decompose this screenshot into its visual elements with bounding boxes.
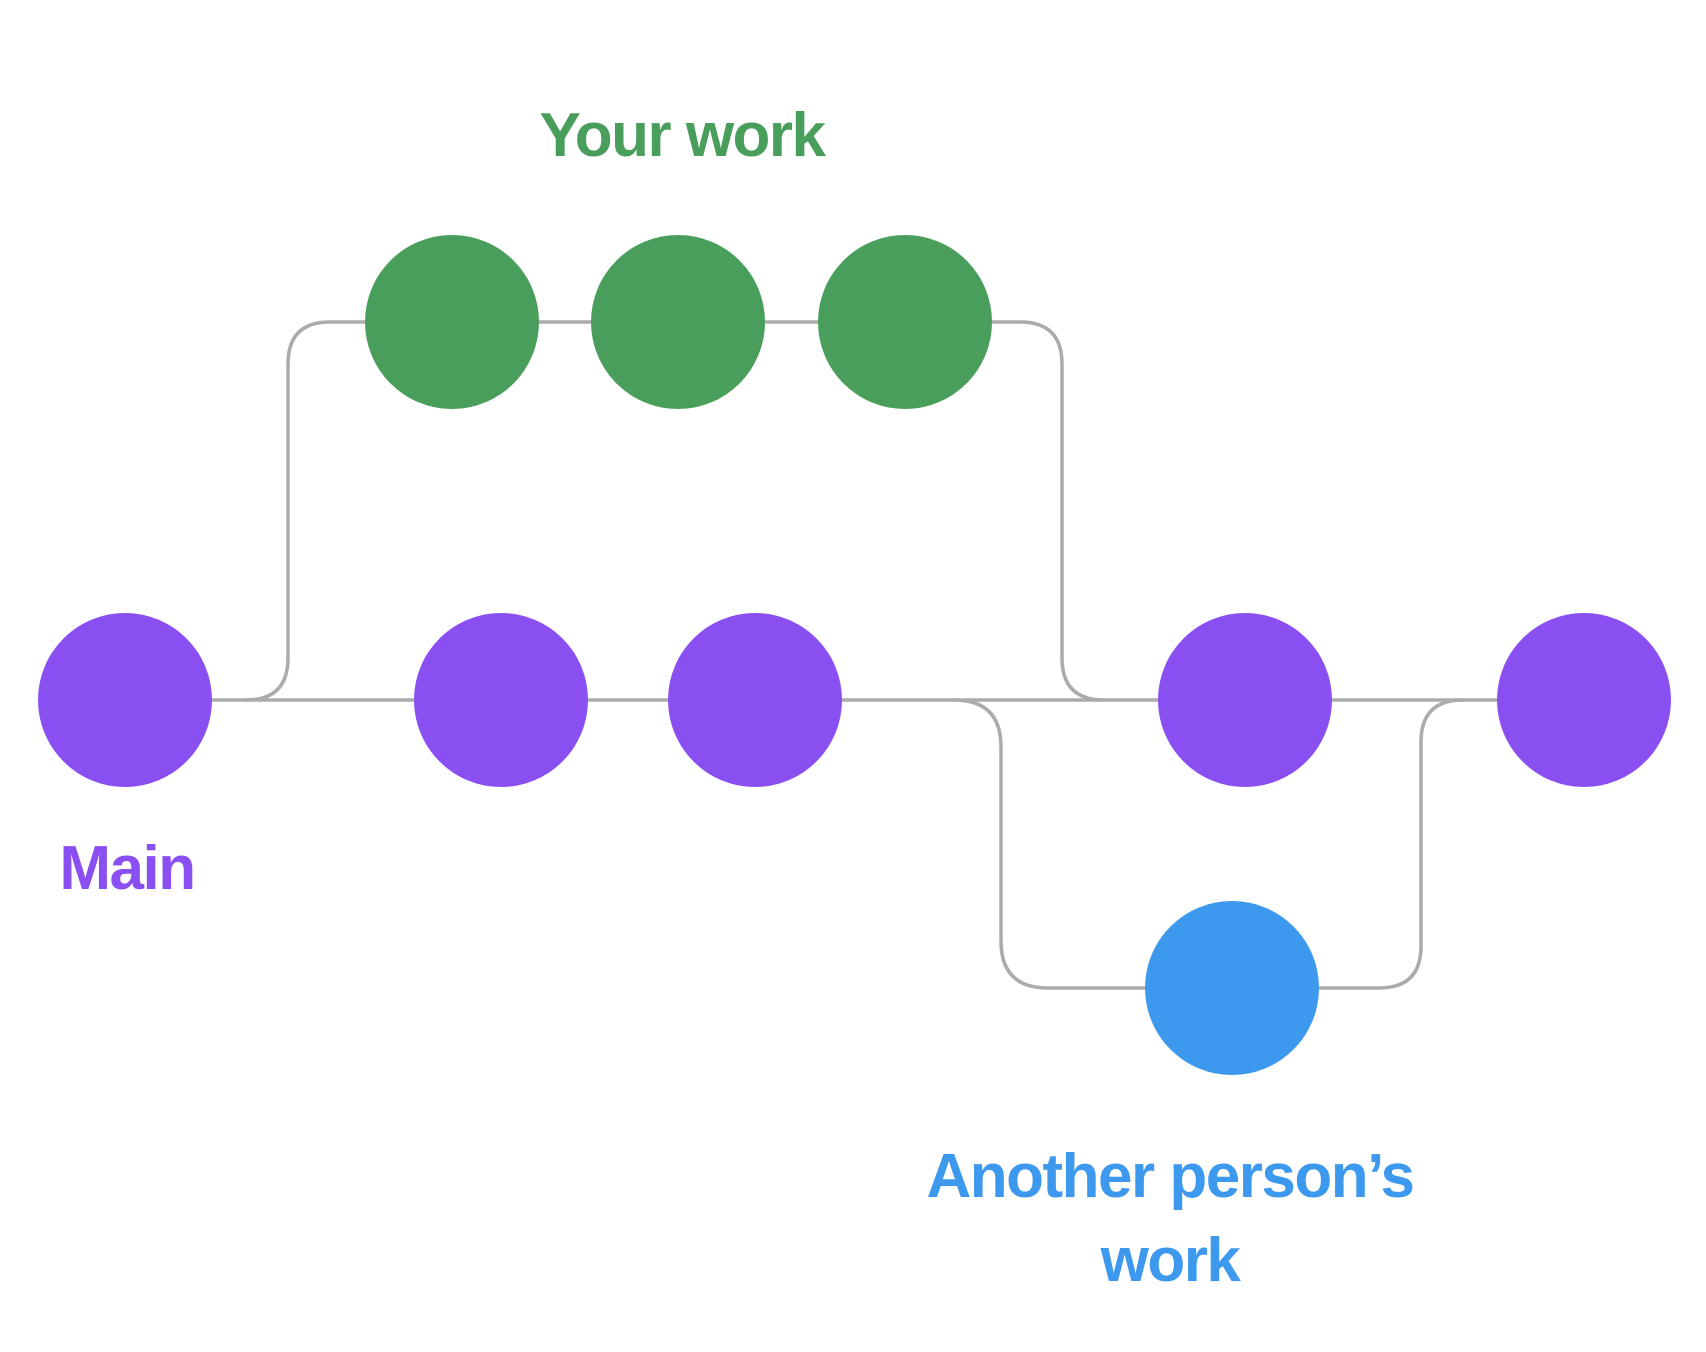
label-your-work: Your work [539,101,826,170]
commit-your-work-1 [365,235,539,409]
connector-branch-out-another-person [952,698,1234,990]
commit-main-1 [38,613,212,787]
connector-branch-out-your-work [244,320,454,702]
commit-another-persons-work-1 [1145,901,1319,1075]
commit-main-2 [414,613,588,787]
commit-main-5 [1497,613,1671,787]
label-main: Main [59,834,194,903]
commit-your-work-2 [591,235,765,409]
commit-nodes [38,235,1671,1075]
connector-merge-your-work [903,320,1106,702]
commit-your-work-3 [818,235,992,409]
connector-merge-another-person [1230,698,1465,990]
label-another-persons-work-line1: Another person’s [927,1142,1414,1211]
commit-main-3 [668,613,842,787]
connector-lines [123,320,1586,990]
commit-main-4 [1158,613,1332,787]
label-another-persons-work-line2: work [1100,1226,1242,1295]
